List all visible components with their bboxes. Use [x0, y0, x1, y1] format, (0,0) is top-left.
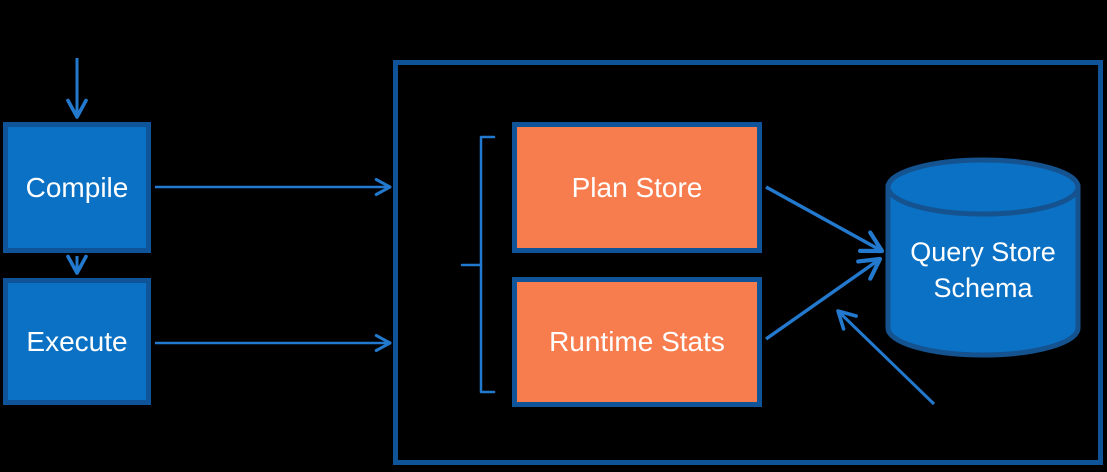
query-store-schema-label: Query Store Schema — [910, 237, 1056, 303]
runtime-stats-label: Runtime Stats — [549, 326, 725, 357]
execute-node: Execute — [3, 278, 151, 405]
compile-node: Compile — [3, 122, 151, 253]
runtime-stats-node: Runtime Stats — [512, 277, 762, 407]
compile-label: Compile — [25, 171, 129, 203]
query-store-container-box — [393, 60, 1103, 465]
execute-label: Execute — [26, 325, 128, 357]
plan-store-node: Plan Store — [512, 122, 762, 253]
plan-store-label: Plan Store — [571, 171, 703, 203]
